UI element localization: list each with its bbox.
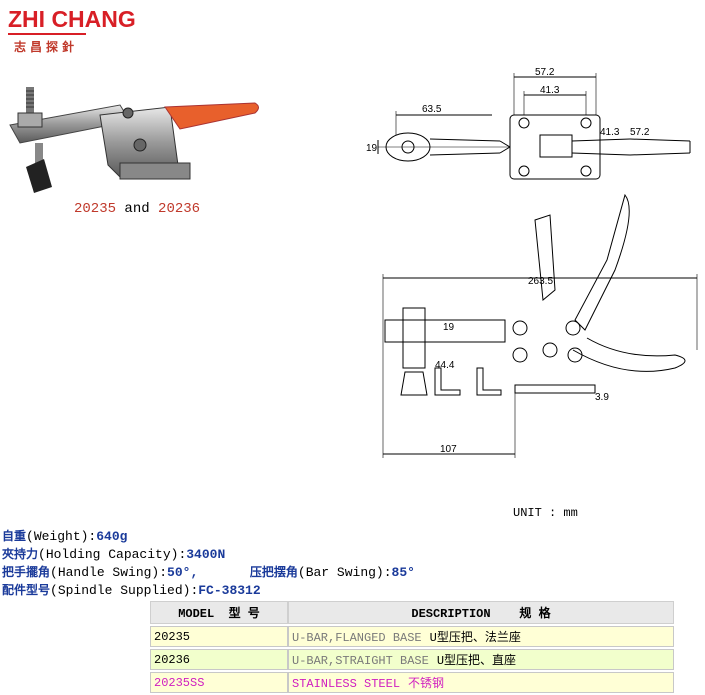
caption-model-a: 20235 [74,201,117,217]
side-view-drawing: 263.5 19 44.4 3.9 107 [382,193,698,458]
caption-model-b: 20236 [158,201,201,217]
dim-44-4: 44.4 [435,360,455,371]
dim-3-9: 3.9 [595,392,609,403]
dim-107: 107 [440,444,457,455]
top-view-drawing: 57.2 41.3 63.5 19 41.3 57.2 [366,67,691,180]
spec-holding: 夾持力(Holding Capacity):3400N [2,547,226,562]
dim-19-top: 19 [366,143,378,154]
logo-subtitle: 志昌探針 [14,40,79,54]
table-header-row: MODEL 型 号 DESCRIPTION 规 格 [150,601,674,624]
logo-underline [8,33,86,35]
dim-57-2-side: 57.2 [630,127,650,138]
cell-model: 20236 [150,649,288,670]
dim-41-3-top: 41.3 [540,85,560,96]
caption-and: and [124,201,150,217]
spec-weight: 自重(Weight):640g [2,529,128,544]
dim-57-2-top: 57.2 [535,67,555,78]
brand-logo: ZHI CHANG [8,6,136,32]
cell-model: 20235 [150,626,288,647]
dim-63-5: 63.5 [422,104,442,115]
dim-41-3-side: 41.3 [600,127,620,138]
product-photo [9,87,259,193]
model-table: MODEL 型 号 DESCRIPTION 规 格 20235 U-BAR,FL… [150,599,674,695]
unit-label: UNIT : mm [513,506,578,520]
spec-spindle: 配件型号(Spindle Supplied):FC-38312 [2,583,261,598]
product-caption: 20235 and 20236 [74,201,200,217]
spec-swing: 把手擺角(Handle Swing):50°, 压把摆角(Bar Swing):… [2,565,415,580]
header-description: DESCRIPTION 规 格 [288,601,674,624]
header-model: MODEL 型 号 [150,601,288,624]
dim-19-side: 19 [443,322,455,333]
cell-model: 20235SS [150,672,288,693]
